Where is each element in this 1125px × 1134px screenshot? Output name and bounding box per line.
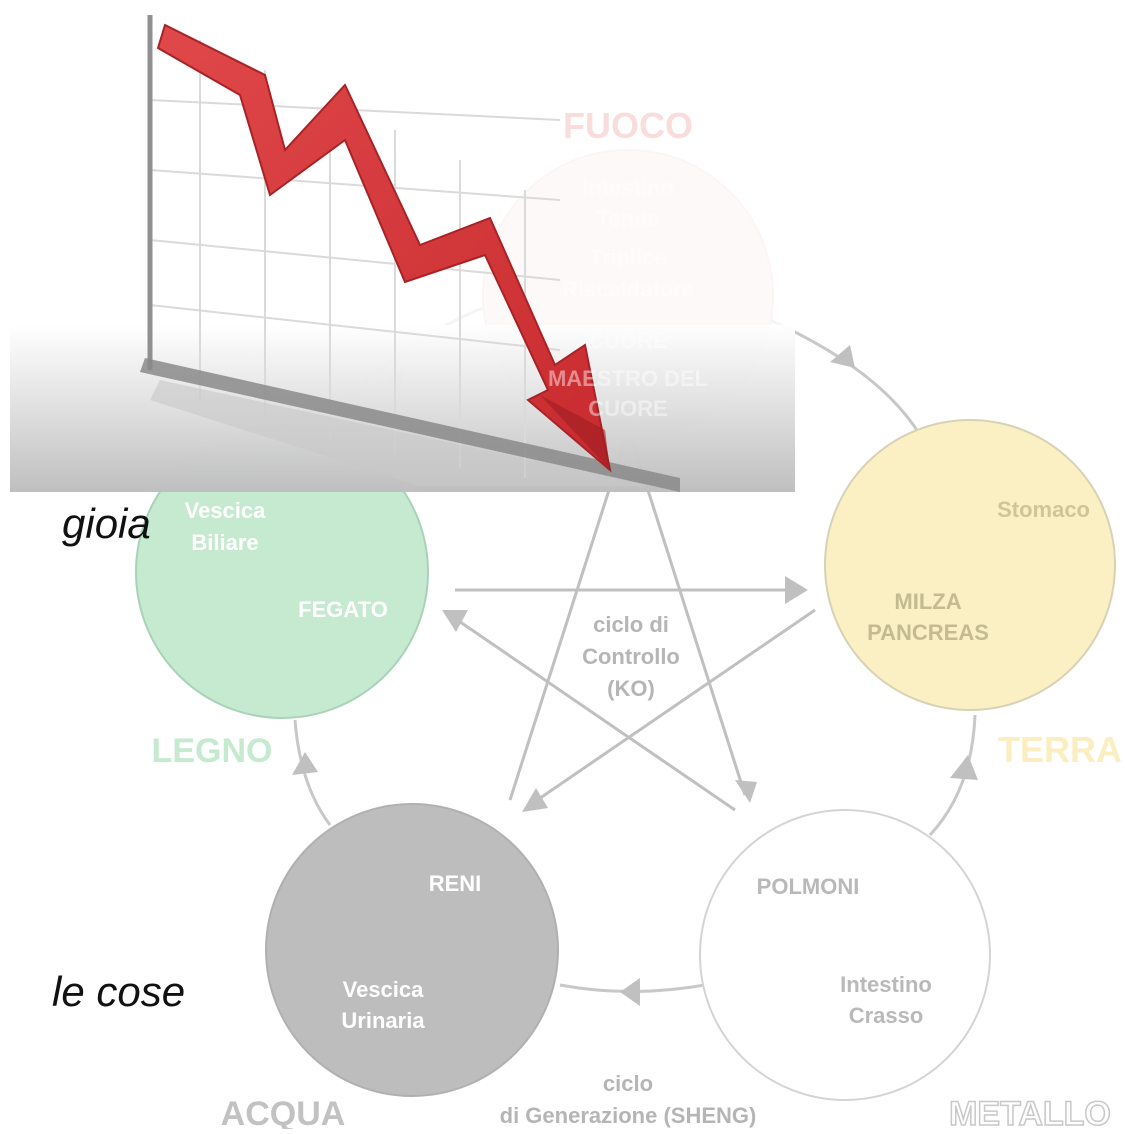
control-cycle bbox=[449, 439, 816, 812]
fuoco-organ-cuore: CUORE bbox=[588, 328, 667, 353]
side-text-gioia: gioia bbox=[62, 500, 151, 547]
metallo-label: METALLO bbox=[949, 1095, 1111, 1129]
acqua-organ-reni: RENI bbox=[429, 871, 482, 896]
arc-terra-metallo bbox=[928, 714, 977, 837]
terra-organ-milza: MILZA bbox=[894, 589, 961, 614]
fuoco-label: FUOCO bbox=[563, 105, 693, 146]
acqua-organ-urinaria: Urinaria bbox=[341, 1008, 425, 1033]
fuoco-organ-riscaldatore: Riscaldatore bbox=[562, 277, 694, 302]
acqua-label: ACQUA bbox=[221, 1095, 346, 1129]
terra-organ-pancreas: PANCREAS bbox=[867, 620, 989, 645]
legno-organ-fegato: FEGATO bbox=[298, 597, 388, 622]
legno-label: LEGNO bbox=[152, 732, 273, 770]
fuoco-organ-triplice: Triplice bbox=[589, 245, 666, 270]
fuoco-organ-tenue: Tenue bbox=[596, 206, 659, 231]
acqua-circle bbox=[265, 803, 559, 1097]
metallo-organ-intestino: Intestino bbox=[840, 972, 932, 997]
fuoco-organ-cuore-2: CUORE bbox=[588, 396, 667, 421]
arc-fuoco-terra bbox=[769, 318, 922, 436]
fuoco-organ-maestro: MAESTRO DEL bbox=[548, 366, 708, 391]
control-cycle-label-2: Controllo bbox=[582, 644, 680, 669]
generation-cycle-label-1: ciclo bbox=[603, 1071, 653, 1096]
generation-cycle-label-2: di Generazione (SHENG) bbox=[500, 1103, 757, 1128]
declining-chart-image bbox=[10, 0, 795, 492]
control-cycle-label-3: (KO) bbox=[607, 676, 655, 701]
side-text-le-cose: le cose bbox=[52, 968, 186, 1015]
arc-acqua-legno bbox=[293, 719, 332, 826]
metallo-circle bbox=[699, 809, 991, 1101]
terra-circle bbox=[824, 419, 1116, 711]
terra-label: TERRA bbox=[998, 729, 1122, 770]
acqua-organ-vescica: Vescica bbox=[343, 977, 425, 1002]
control-arrowheads bbox=[442, 576, 808, 812]
fuoco-text-group: FUOCO Intestino Tenue Triplice Riscaldat… bbox=[548, 105, 708, 421]
control-cycle-label-1: ciclo di bbox=[593, 612, 669, 637]
metallo-organ-crasso: Crasso bbox=[849, 1003, 924, 1028]
legno-organ-biliare: Biliare bbox=[191, 530, 258, 555]
fuoco-organ-intestino: Intestino bbox=[582, 175, 674, 200]
metallo-organ-polmoni: POLMONI bbox=[757, 874, 860, 899]
terra-organ-stomaco: Stomaco bbox=[997, 497, 1090, 522]
legno-organ-vescica: Vescica bbox=[185, 498, 267, 523]
